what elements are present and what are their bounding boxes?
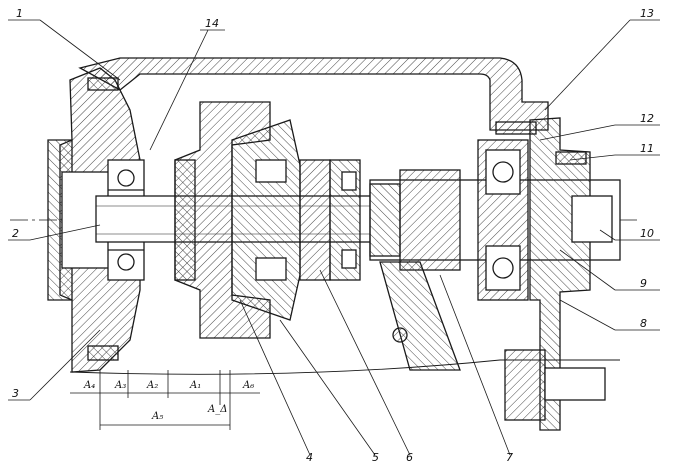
housing-top <box>78 57 549 131</box>
callout-2: 2 <box>12 227 19 240</box>
callout-13: 13 <box>640 7 654 20</box>
coupling <box>299 159 331 281</box>
bolt-top-left <box>87 77 119 91</box>
base-line <box>69 359 620 375</box>
callout-14: 14 <box>205 17 219 30</box>
dimension-a6: A₆ <box>243 380 255 391</box>
callout-1: 1 <box>16 7 23 20</box>
callout-10: 10 <box>640 227 654 240</box>
bevel-wheel <box>231 119 301 321</box>
callout-12: 12 <box>640 112 654 125</box>
dimension-ad: A_Δ <box>208 404 228 415</box>
dimension-a4: A₄ <box>84 380 96 391</box>
callout-7: 7 <box>506 451 513 464</box>
callout-6: 6 <box>406 451 413 464</box>
callout-11: 11 <box>640 142 654 155</box>
bottom-bolt <box>504 349 546 421</box>
bolt-right-top <box>495 121 537 135</box>
bolt-right <box>555 151 587 165</box>
dimension-a3: A₃ <box>115 380 127 391</box>
callout-5: 5 <box>372 451 379 464</box>
dimension-a2: A₂ <box>147 380 159 391</box>
dimension-a1: A₁ <box>190 380 202 391</box>
callout-8: 8 <box>640 317 647 330</box>
callout-4: 4 <box>306 451 313 464</box>
dimension-a5: A₅ <box>152 411 164 422</box>
leader-lines <box>8 19 660 456</box>
lever <box>379 261 461 371</box>
callout-3: 3 <box>12 387 19 400</box>
callout-9: 9 <box>640 277 647 290</box>
bolt-bottom-left <box>87 345 119 361</box>
dimension-lines <box>70 370 260 430</box>
